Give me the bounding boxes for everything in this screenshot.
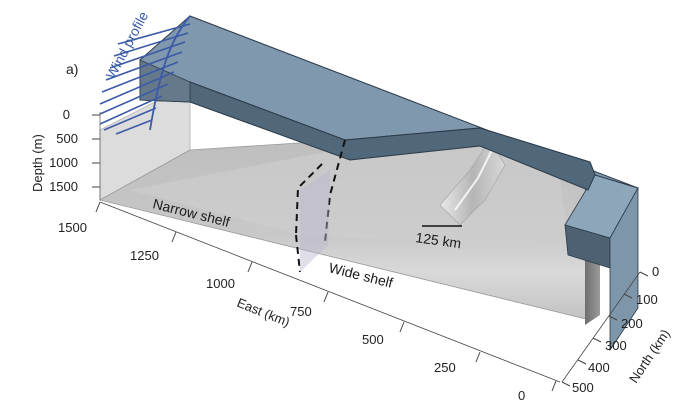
north-tick-label-3: 300: [605, 338, 627, 353]
east-axis-title: East (km): [235, 295, 292, 330]
north-tick-4: [577, 359, 587, 365]
wind-profile: [99, 15, 191, 135]
depth-tick-label-2: 1000: [49, 155, 78, 170]
east-tick-3: [323, 291, 329, 303]
section-plane: [300, 170, 330, 272]
east-tick-label-5: 250: [434, 360, 456, 375]
east-tick-4: [399, 321, 405, 333]
north-tick-label-5: 500: [572, 380, 594, 395]
east-tick-5: [475, 351, 481, 363]
depth-axis: 0 500 1000 1500 Depth (m): [30, 107, 101, 200]
north-tick-label-2: 200: [621, 316, 643, 331]
north-tick-label-0: 0: [652, 264, 659, 279]
depth-tick-label-1: 500: [56, 131, 78, 146]
east-tick-1: [171, 231, 177, 243]
depth-tick-label-0: 0: [63, 107, 70, 122]
east-tick-0: [95, 201, 101, 213]
section-box: [295, 139, 346, 273]
north-tick-label-1: 100: [636, 292, 658, 307]
canyon-ridge: [454, 149, 493, 211]
canyon-feature: [439, 139, 506, 226]
scale-bar-label: 125 km: [415, 229, 463, 251]
east-tick-2: [247, 261, 253, 273]
north-tick-3: [592, 337, 602, 343]
north-tick-2: [608, 315, 618, 321]
north-tick-5: [561, 381, 571, 387]
east-tick-label-6: 0: [518, 388, 525, 403]
east-tick-label-4: 500: [362, 332, 384, 347]
panel-label: a): [66, 61, 78, 77]
east-tick-label-0: 1500: [58, 220, 87, 235]
depth-tick-label-3: 1500: [49, 179, 78, 194]
east-tick-label-2: 1000: [206, 276, 235, 291]
north-tick-label-4: 400: [588, 360, 610, 375]
north-tick-1: [623, 293, 633, 299]
east-tick-6: [551, 380, 557, 392]
water-right-slab-side: [609, 186, 639, 352]
depth-axis-title: Depth (m): [30, 134, 45, 192]
north-axis-title: North (km): [626, 326, 673, 385]
east-tick-label-1: 1250: [130, 248, 159, 263]
north-tick-0: [639, 271, 649, 277]
east-tick-label-3: 750: [290, 304, 312, 319]
